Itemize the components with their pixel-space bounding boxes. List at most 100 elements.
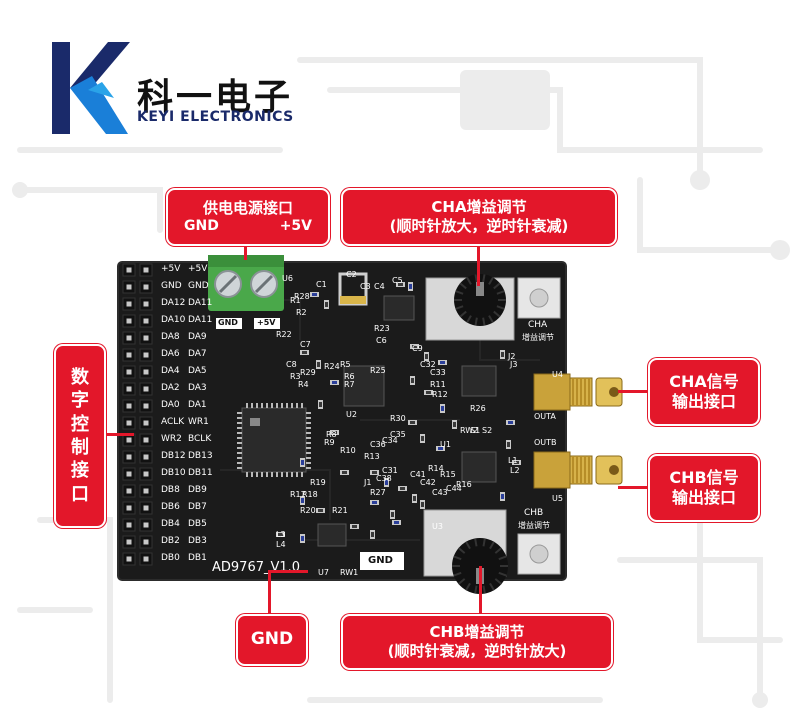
sma-connector-b xyxy=(533,451,623,489)
designator-label: R27 xyxy=(370,488,386,497)
designator-label: J1 xyxy=(364,478,372,487)
designator-label: U4 xyxy=(552,370,563,379)
designator-label: J2 xyxy=(508,352,516,361)
header-left-label: DA10 xyxy=(161,315,186,325)
cha-gain-callout: CHA增益调节 (顺时针放大，逆时针衰减) xyxy=(341,188,617,246)
designator-label: R22 xyxy=(276,330,292,339)
designator-label: R2 xyxy=(296,308,307,317)
header-right-label: DA5 xyxy=(188,366,207,376)
designator-label: R10 xyxy=(340,446,356,455)
designator-label: R16 xyxy=(456,480,472,489)
header-left-label: DB10 xyxy=(161,468,186,478)
header-left-label: +5V xyxy=(161,264,181,274)
designator-label: R3 xyxy=(290,372,301,381)
cha-gain-desc: (顺时针放大，逆时针衰减) xyxy=(389,217,569,235)
designator-label: R24 xyxy=(324,362,340,371)
cha-out-callout: CHA信号 输出接口 xyxy=(648,358,760,426)
header-left-label: DB2 xyxy=(161,536,180,546)
designator-label: L4 xyxy=(276,540,286,549)
designator-label: R30 xyxy=(390,414,406,423)
power-5v-label: +5V xyxy=(279,217,312,234)
designator-label: R21 xyxy=(332,506,348,515)
designator-label: L1 xyxy=(508,456,518,465)
cha-out-title: CHA信号 xyxy=(669,372,739,391)
designator-label: U7 xyxy=(318,568,329,577)
designator-label: L3 xyxy=(276,530,286,539)
power-callout: 供电电源接口 GND +5V xyxy=(166,188,330,246)
header-right-label: DB3 xyxy=(188,536,207,546)
header-right-label: DA3 xyxy=(188,383,207,393)
designator-label: R5 xyxy=(340,360,351,369)
designator-label: R25 xyxy=(370,366,386,375)
chb-out-title: CHB信号 xyxy=(669,468,739,487)
designator-label: J3 xyxy=(510,360,518,369)
leader-chb-gain xyxy=(479,566,482,614)
designator-label: S1 xyxy=(470,426,481,435)
designator-label: C32 xyxy=(420,360,436,369)
designator-label: R7 xyxy=(344,380,355,389)
designator-label: R13 xyxy=(364,452,380,461)
chb-out-desc: 输出接口 xyxy=(671,488,736,507)
leader-cha-out xyxy=(618,390,650,393)
header-right-label: DA9 xyxy=(188,332,207,342)
designator-label: C33 xyxy=(430,368,446,377)
k-logo-icon xyxy=(52,42,130,134)
cha-out-desc: 输出接口 xyxy=(671,392,736,411)
gnd-callout-text: GND xyxy=(250,629,294,650)
designator-label: S2 xyxy=(482,426,493,435)
designator-label: R4 xyxy=(298,380,309,389)
designator-label: R19 xyxy=(310,478,326,487)
header-left-label: DA2 xyxy=(161,383,180,393)
designator-label: L2 xyxy=(510,466,520,475)
designator-label: R11 xyxy=(430,380,446,389)
outa-label: OUTA xyxy=(534,412,556,421)
sma-connector-a xyxy=(533,373,623,411)
designator-label: C41 xyxy=(410,470,426,479)
header-left-label: GND xyxy=(161,281,182,291)
chb-gain-desc: (顺时针衰减，逆时针放大) xyxy=(387,642,567,660)
terminal-gnd-label: GND xyxy=(218,318,238,327)
designator-label: R23 xyxy=(374,324,390,333)
designator-label: R14 xyxy=(428,464,444,473)
designator-label: C3 xyxy=(360,282,371,291)
digital-callout: 数字控制接口 xyxy=(54,344,106,528)
header-right-label: DB5 xyxy=(188,519,207,529)
leader-gnd xyxy=(268,570,271,614)
gnd-callout: GND xyxy=(236,614,308,666)
designator-label: R28 xyxy=(294,292,310,301)
designator-label: R29 xyxy=(300,368,316,377)
digital-callout-text: 数字控制接口 xyxy=(71,366,89,505)
designator-label: R26 xyxy=(470,404,486,413)
header-right-label: DB7 xyxy=(188,502,207,512)
header-right-label: DB11 xyxy=(188,468,213,478)
header-left-label: DB4 xyxy=(161,519,180,529)
designator-label: C8 xyxy=(286,360,297,369)
gnd-pad-label: GND xyxy=(368,555,393,566)
designator-label: C36 xyxy=(370,440,386,449)
header-left-label: WR2 xyxy=(161,434,182,444)
designator-label: R6 xyxy=(344,372,355,381)
header-right-label: +5V xyxy=(188,264,208,274)
brand-name-cn: 科一电子 xyxy=(137,77,294,118)
designator-label: C35 xyxy=(390,430,406,439)
leader-digital xyxy=(100,433,134,436)
header-right-label: DB1 xyxy=(188,553,207,563)
chb-out-callout: CHB信号 输出接口 xyxy=(648,454,760,522)
leader-chb-out xyxy=(618,486,650,489)
designator-label: R15 xyxy=(440,470,456,479)
designator-label: C43 xyxy=(432,488,448,497)
designator-label: C9 xyxy=(412,344,423,353)
designator-label: U1 xyxy=(440,440,451,449)
header-left-label: DA6 xyxy=(161,349,180,359)
power-gnd-label: GND xyxy=(184,217,219,234)
header-left-label: DB6 xyxy=(161,502,180,512)
designator-label: R12 xyxy=(432,390,448,399)
designator-label: C7 xyxy=(300,340,311,349)
header-left-label: DA4 xyxy=(161,366,180,376)
header-right-label: GND xyxy=(188,281,209,291)
designator-label: R17 xyxy=(290,490,306,499)
designator-label: C2 xyxy=(346,270,357,279)
designator-label: C1 xyxy=(316,280,327,289)
designator-label: C6 xyxy=(376,336,387,345)
header-right-label: DB13 xyxy=(188,451,213,461)
